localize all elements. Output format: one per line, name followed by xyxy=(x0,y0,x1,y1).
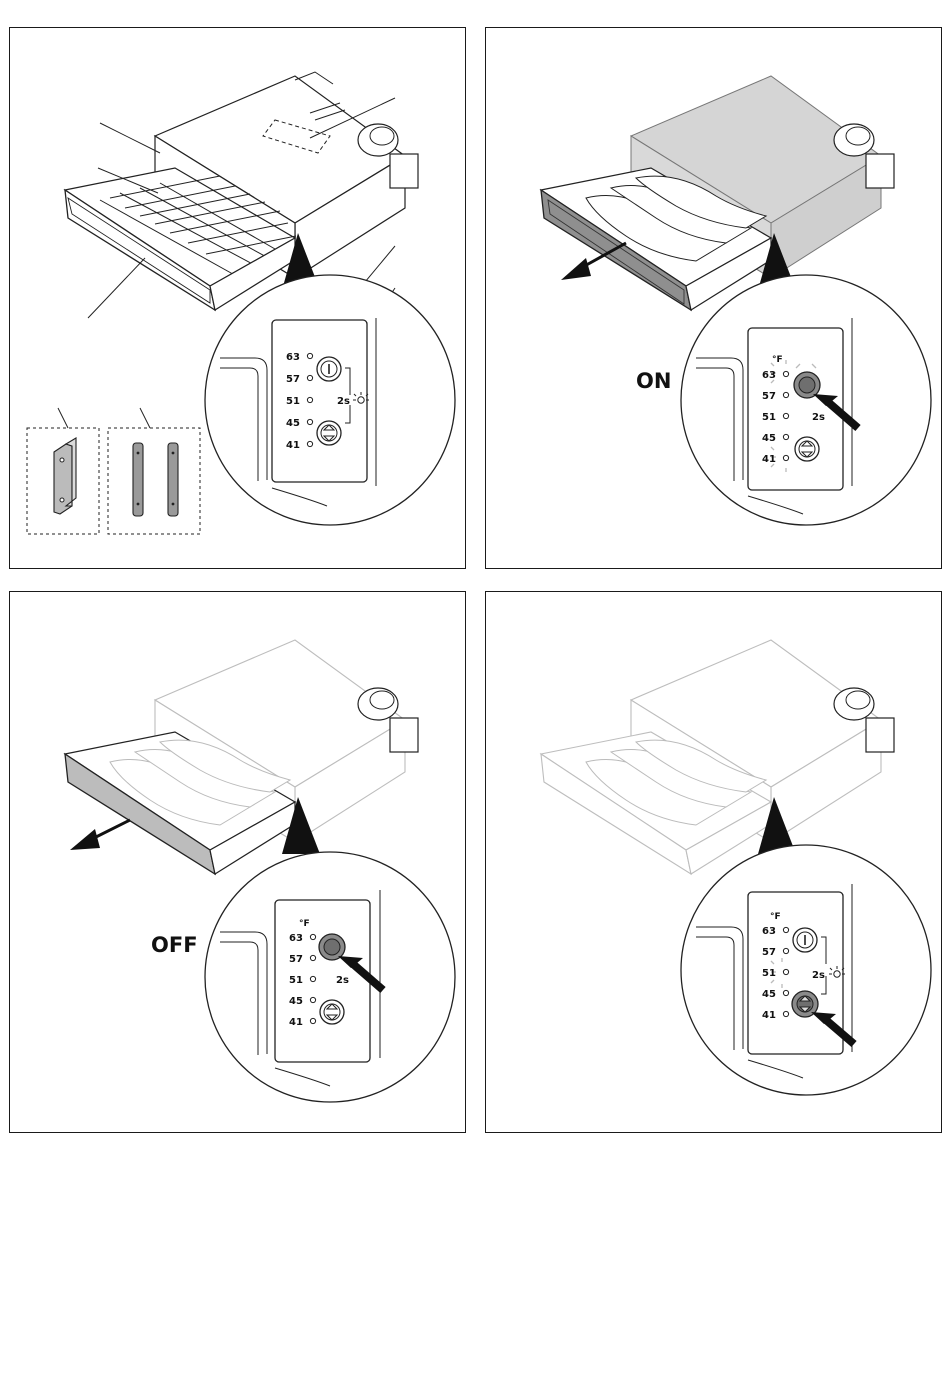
temp-label-3: 51 xyxy=(289,975,303,986)
temp-label-4: 45 xyxy=(286,418,300,429)
temp-label-1: 63 xyxy=(289,933,303,944)
temp-label-2: 57 xyxy=(286,374,300,385)
temp-label-3: 51 xyxy=(762,968,776,979)
zoom-circle xyxy=(205,852,455,1102)
unit-label: °F xyxy=(772,355,783,365)
temp-label-1: 63 xyxy=(762,926,776,937)
set-temperature-illustration: °F 63 57 51 45 41 2s xyxy=(486,592,943,1134)
zoom-circle xyxy=(681,275,931,525)
unit-label: °F xyxy=(770,912,781,922)
temp-label-5: 41 xyxy=(762,454,776,465)
hold-label: 2s xyxy=(336,975,349,986)
temp-label-5: 41 xyxy=(286,440,300,451)
temp-label-3: 51 xyxy=(286,396,300,407)
temp-label-1: 63 xyxy=(286,352,300,363)
switch-on-illustration: ON °F 63 57 51 45 41 2s xyxy=(486,28,943,570)
hold-label: 2s xyxy=(812,970,825,981)
hold-label: 2s xyxy=(812,412,825,423)
set-temperature-panel: °F 63 57 51 45 41 2s xyxy=(485,591,942,1133)
temp-label-5: 41 xyxy=(762,1010,776,1021)
state-label: OFF xyxy=(151,933,198,957)
hold-label: 2s xyxy=(337,396,350,407)
pull-arrow xyxy=(70,820,130,850)
switch-off-panel: OFF °F 63 57 51 45 41 2s xyxy=(9,591,466,1133)
zoom-circle xyxy=(205,275,455,525)
overview-illustration: 63 57 51 45 41 2s xyxy=(10,28,467,570)
switch-off-illustration: OFF °F 63 57 51 45 41 2s xyxy=(10,592,467,1134)
temp-label-4: 45 xyxy=(762,989,776,1000)
temp-label-5: 41 xyxy=(289,1017,303,1028)
temp-label-4: 45 xyxy=(289,996,303,1007)
unit-label: °F xyxy=(299,919,310,929)
temp-label-2: 57 xyxy=(762,947,776,958)
temp-label-4: 45 xyxy=(762,433,776,444)
accessory-brackets xyxy=(27,408,200,534)
state-label: ON xyxy=(636,369,671,393)
zoom-circle xyxy=(681,845,931,1095)
temp-label-3: 51 xyxy=(762,412,776,423)
temp-label-2: 57 xyxy=(762,391,776,402)
temp-label-2: 57 xyxy=(289,954,303,965)
overview-panel: 63 57 51 45 41 2s xyxy=(9,27,466,569)
switch-on-panel: ON °F 63 57 51 45 41 2s xyxy=(485,27,942,569)
temp-label-1: 63 xyxy=(762,370,776,381)
